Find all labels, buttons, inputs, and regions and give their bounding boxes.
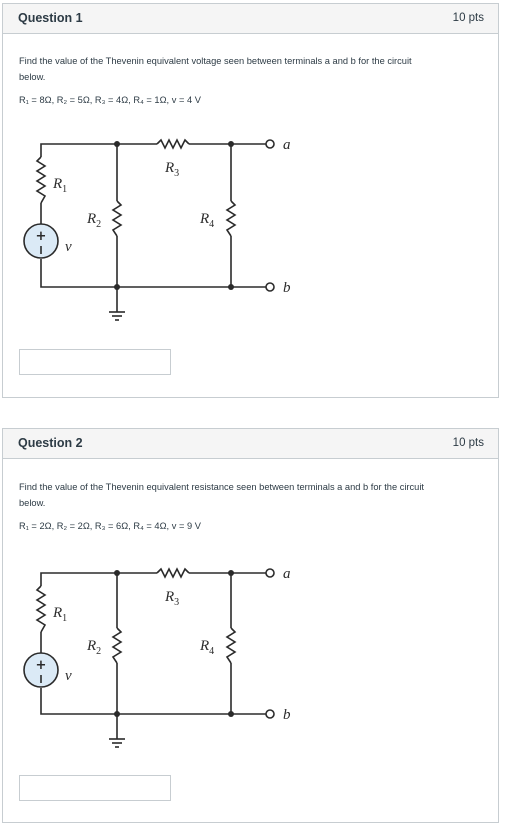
label-r4: R4 (199, 638, 214, 657)
junction-dot (228, 284, 234, 290)
question-header: Question 2 10 pts (3, 429, 498, 459)
resistor-r2 (111, 200, 123, 237)
junction-dot (228, 711, 234, 717)
circuit-diagram: + R1 R2 R3 R4 v a b (23, 566, 291, 748)
question-points: 10 pts (452, 12, 484, 24)
prompt-line: below. (19, 72, 46, 82)
label-source-v: v (65, 668, 72, 684)
resistor-r3 (156, 138, 190, 150)
resistor-r2 (111, 627, 123, 664)
resistor-r3 (156, 567, 190, 579)
question-title: Question 1 (18, 11, 83, 25)
wire (40, 632, 266, 715)
label-r1: R1 (52, 605, 67, 624)
terminal-a (265, 568, 275, 578)
source-plus-sign: + (36, 229, 47, 244)
resistor-r1 (35, 585, 47, 633)
given-values: R₁ = 8Ω, R₂ = 5Ω, R₃ = 4Ω, R₄ = 1Ω, v = … (19, 95, 201, 105)
question-points: 10 pts (452, 437, 484, 449)
junction-dot (114, 570, 120, 576)
resistor-r1 (35, 156, 47, 204)
resistor-r4 (225, 200, 237, 237)
prompt-line: Find the value of the Thevenin equivalen… (19, 482, 425, 492)
ground-icon (109, 311, 125, 321)
question-card-2: Question 2 10 pts Find the value of the … (2, 428, 499, 823)
label-r2: R2 (86, 638, 101, 657)
wire (40, 203, 266, 288)
terminal-b (265, 282, 275, 292)
voltage-source (23, 652, 59, 688)
label-r2: R2 (86, 211, 101, 230)
question-prompt: Find the value of the Thevenin equivalen… (19, 479, 479, 511)
label-terminal-a: a (283, 566, 291, 582)
junction-dot (114, 141, 120, 147)
ground-icon (109, 738, 125, 748)
answer-input[interactable] (19, 775, 171, 801)
label-r1: R1 (52, 176, 67, 195)
junction-dot (114, 284, 120, 290)
circuit-diagram: + R1 R2 R3 R4 v a b (23, 137, 291, 321)
given-values: R₁ = 2Ω, R₂ = 2Ω, R₃ = 6Ω, R₄ = 4Ω, v = … (19, 521, 201, 531)
source-plus-sign: + (36, 658, 47, 673)
question-card-1: Question 1 10 pts Find the value of the … (2, 3, 499, 398)
answer-input[interactable] (19, 349, 171, 375)
label-r3: R3 (164, 589, 179, 608)
question-header: Question 1 10 pts (3, 4, 498, 34)
label-r4: R4 (199, 211, 214, 230)
label-r3: R3 (164, 160, 179, 179)
prompt-line: Find the value of the Thevenin equivalen… (19, 56, 412, 66)
question-prompt: Find the value of the Thevenin equivalen… (19, 53, 479, 85)
label-terminal-a: a (283, 137, 291, 153)
junction-dot (228, 570, 234, 576)
label-terminal-b: b (283, 707, 291, 723)
prompt-line: below. (19, 498, 46, 508)
resistor-r4 (225, 627, 237, 664)
terminal-b (265, 709, 275, 719)
junction-dot (228, 141, 234, 147)
question-title: Question 2 (18, 436, 83, 450)
label-terminal-b: b (283, 280, 291, 296)
terminal-a (265, 139, 275, 149)
junction-dot (114, 711, 120, 717)
label-source-v: v (65, 239, 72, 255)
voltage-source (23, 223, 59, 259)
